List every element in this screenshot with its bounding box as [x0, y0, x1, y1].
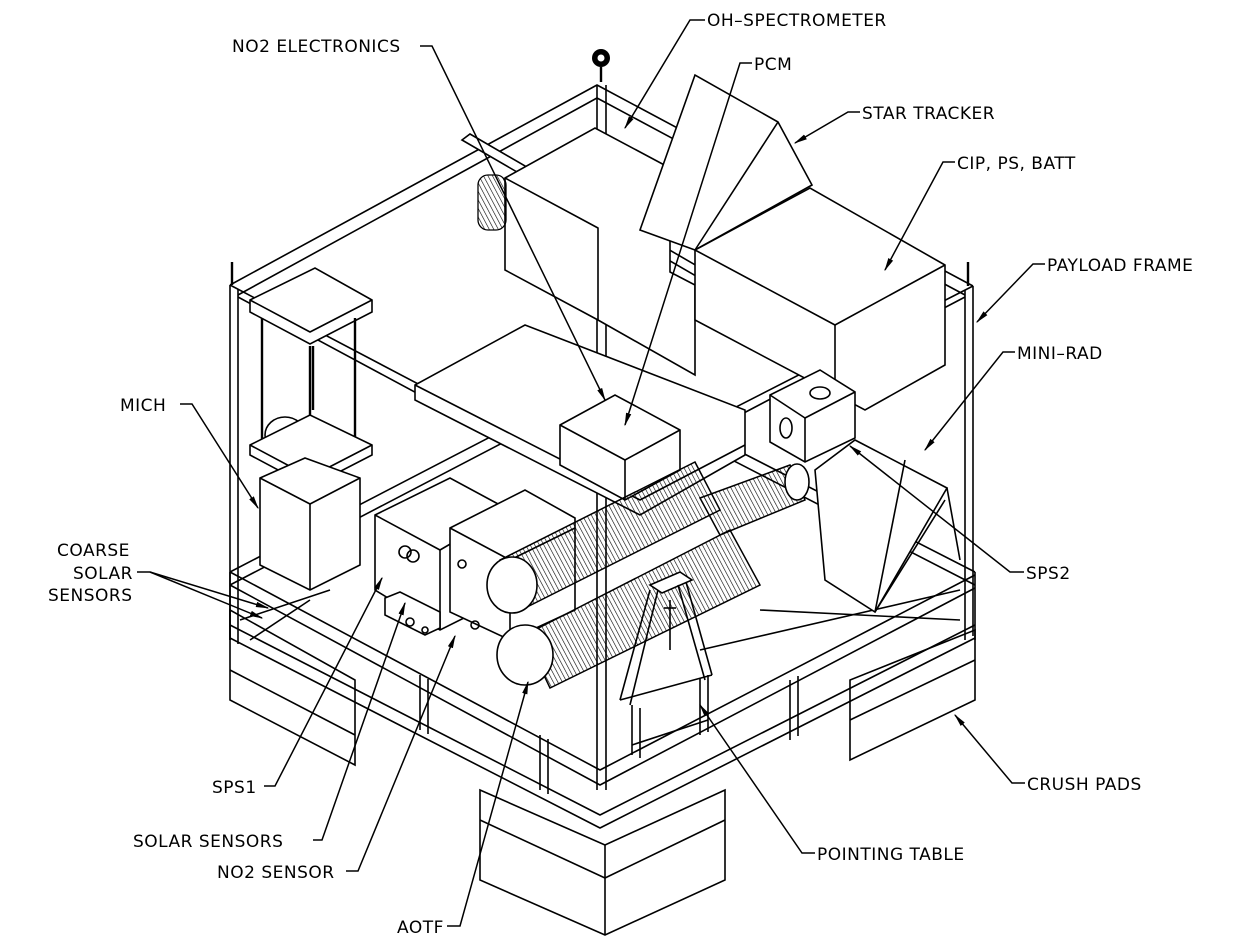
pointing-table — [619, 571, 713, 758]
label-mini-rad: MINI–RAD — [1017, 344, 1103, 364]
label-star-tracker: STAR TRACKER — [862, 104, 995, 124]
label-pointing-table: POINTING TABLE — [817, 845, 965, 865]
center-equipment — [414, 324, 746, 516]
label-cip-ps-batt: CIP, PS, BATT — [957, 154, 1076, 174]
label-sps2: SPS2 — [1026, 564, 1071, 584]
label-coarse-line2: SOLAR — [73, 564, 133, 584]
crush-pads — [229, 608, 976, 936]
oh-spectrometer — [477, 127, 696, 377]
mich-instrument — [249, 267, 373, 591]
label-no2-electronics: NO2 ELECTRONICS — [232, 37, 401, 57]
label-crush-pads: CRUSH PADS — [1027, 775, 1142, 795]
label-sps1: SPS1 — [212, 778, 257, 798]
mini-rad — [769, 369, 961, 614]
label-oh-spectrometer: OH–SPECTROMETER — [707, 11, 887, 31]
label-no2-sensor: NO2 SENSOR — [217, 863, 335, 883]
aotf-cylinders — [486, 460, 810, 690]
cip-ps-batt-box — [694, 187, 946, 411]
leader-lines — [137, 19, 1045, 927]
label-solar-sensors: SOLAR SENSORS — [133, 832, 283, 852]
star-tracker — [638, 73, 814, 251]
label-coarse-line3: SENSORS — [48, 586, 133, 606]
label-coarse-line1: COARSE — [57, 541, 130, 561]
label-mich: MICH — [120, 396, 166, 416]
label-pcm: PCM — [754, 55, 792, 75]
label-payload-frame: PAYLOAD FRAME — [1047, 256, 1193, 276]
label-aotf: AOTF — [397, 918, 444, 938]
